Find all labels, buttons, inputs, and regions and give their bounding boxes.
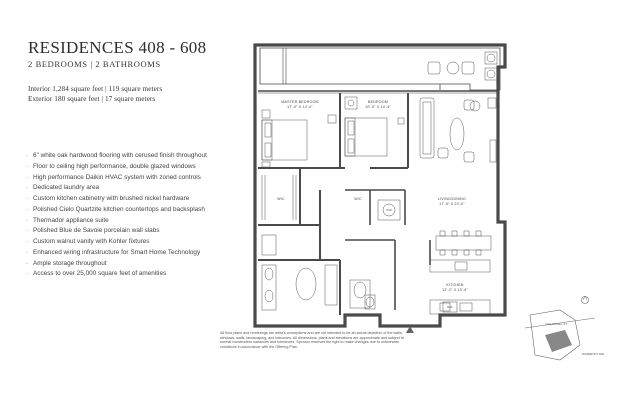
page-title: RESIDENCES 408 - 608 [28, 38, 207, 57]
washer-dryer-label: W/D [386, 208, 391, 212]
room-kitchen-dim: 12'-2" X 10'-4" [442, 288, 468, 292]
feature-item: ·6" white oak hardwood flooring with cer… [26, 152, 207, 159]
entry-arrow-icon [406, 326, 414, 333]
feature-item: ·Floor to ceiling high performance, doub… [26, 162, 196, 170]
room-kitchen: KITCHEN [446, 283, 463, 287]
feature-item: ·Enhanced wiring infrastructure for Smar… [26, 248, 201, 256]
exterior-area: Exterior 180 square feet | 17 square met… [28, 95, 156, 103]
disclaimer: All floor plans and renderings are artis… [220, 331, 404, 350]
key-plan-street2: ROSEMONT AVE [582, 352, 604, 356]
room-living-dining: LIVING/DINING [438, 197, 466, 201]
feature-item: ·Custom kitchen cabinetry with brushed n… [26, 195, 190, 202]
room-bedroom: BEDROOM [368, 100, 388, 104]
key-plan [524, 295, 596, 361]
outer-wall [253, 43, 507, 328]
interior-area: Interior 1,284 square feet | 119 square … [28, 85, 163, 93]
refrigerator-label: REF [447, 305, 453, 309]
page-subtitle: 2 BEDROOMS | 2 BATHROOMS [28, 59, 161, 69]
feature-item: ·Custom walnut vanity with Kohler fixtur… [26, 238, 150, 245]
room-living-dining-dim: 17'-6" X 23'-0" [439, 202, 465, 206]
feature-item: ·Thermador appliance suite [26, 216, 109, 224]
feature-item: ·Access to over 25,000 square feet of am… [26, 270, 167, 278]
feature-item: ·Polished Cielo Quartzite kitchen counte… [26, 205, 205, 213]
room-master-bedroom-dim: 17'-0" X 14'-4" [287, 105, 313, 109]
feature-list: ·6" white oak hardwood flooring with cer… [26, 151, 207, 280]
room-bedroom-dim: 10'-0" X 14'-4" [365, 105, 391, 109]
feature-item: ·Polished Blue de Savoie porcelain wall … [26, 227, 160, 235]
room-master-bedroom: MASTER BEDROOM [281, 100, 318, 104]
feature-item: ·Dedicated laundry area [26, 184, 100, 192]
feature-item: ·High performance Daikin HVAC system wit… [26, 173, 201, 181]
balcony [259, 47, 501, 91]
feature-item: ·Ample storage throughout [26, 259, 107, 267]
room-wic: WIC [277, 197, 285, 201]
room-wc: W/C [354, 197, 362, 201]
key-plan-street1: CALLOWHILL ST [545, 322, 567, 326]
